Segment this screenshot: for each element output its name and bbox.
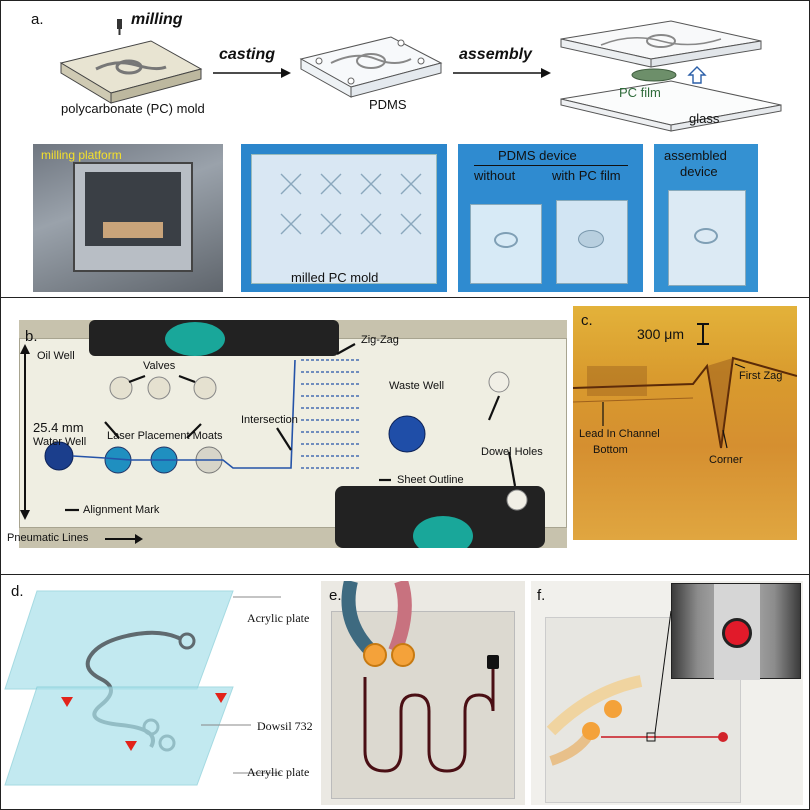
bottom-clamp-knob [413, 516, 473, 548]
pneumatic-arrow [105, 534, 143, 544]
panel-f-tag: f. [537, 587, 546, 604]
panel-d-tag: d. [11, 583, 24, 600]
acrylic-top-label: Acrylic plate [247, 611, 310, 625]
first-zag-label: First Zag [739, 370, 783, 382]
assembled-label-2: device [680, 164, 718, 179]
dowsil-label: Dowsil 732 [257, 719, 313, 733]
assembled-device-photo: assembled device [654, 144, 758, 292]
scale-label: 300 μm [637, 326, 684, 342]
panel-a: a. [0, 0, 810, 298]
dimension-label: 25.4 mm [33, 420, 84, 435]
panel-a-schematic [59, 19, 782, 132]
with-pc-film-label: with PC film [552, 168, 621, 183]
lead-in-label-1: Lead In Channel [579, 428, 660, 440]
mold-channels [280, 173, 422, 235]
pdms-film-disc [578, 230, 604, 248]
zig-zag-label: Zig-Zag [361, 334, 399, 346]
dowel-holes-label: Dowel Holes [481, 446, 543, 458]
water-well-label: Water Well [33, 436, 87, 448]
milling-platform-label: milling platform [41, 148, 122, 162]
inset-droplet [722, 618, 752, 648]
pdms-label: PDMS [369, 97, 407, 112]
pc-mold-illustration [59, 19, 203, 104]
panel-c-tag: c. [581, 312, 593, 329]
panel-e-overlay [341, 581, 499, 773]
assembled-label-1: assembled [664, 148, 727, 163]
sheet-outline-label: Sheet Outline [397, 474, 464, 486]
oil-well-label: Oil Well [37, 350, 75, 362]
panel-d-diagram [4, 590, 281, 786]
waste-well-label: Waste Well [389, 380, 445, 392]
assembly-label: assembly [459, 46, 532, 63]
assembled-ring [694, 228, 718, 244]
intersection-label: Intersection [241, 414, 298, 426]
panel-b-tag: b. [25, 328, 38, 345]
panel-c-overlay [573, 323, 797, 449]
lead-in-label-2: Bottom [593, 444, 628, 456]
pdms-device-label: PDMS device [498, 148, 577, 163]
pc-mold-label: polycarbonate (PC) mold [61, 101, 205, 116]
alignment-mark-label: Alignment Mark [83, 504, 160, 516]
milled-pc-mold-label: milled PC mold [291, 270, 379, 285]
pc-film-label: PC film [619, 85, 661, 100]
panel-a-tag: a. [31, 11, 44, 28]
pdms-device-photo: PDMS device without with PC film [458, 144, 643, 292]
panel-c-photo: c. 300 μm First Zag Lead In Channel Bott… [573, 306, 797, 540]
milling-platform-photo: milling platform [33, 144, 223, 292]
panel-b-overlay [20, 343, 528, 520]
panel-f-overlay [546, 610, 728, 766]
machine-plate [103, 222, 163, 238]
pdms-ring [494, 232, 518, 248]
panel-e-tag: e. [329, 587, 342, 604]
laser-moats-label: Laser Placement Moats [107, 430, 223, 442]
top-clamp-knob [165, 322, 225, 356]
without-label: without [474, 168, 516, 183]
pdms-illustration [299, 36, 443, 98]
pneumatic-lines-label: Pneumatic Lines [7, 532, 89, 544]
casting-label: casting [219, 46, 276, 63]
acrylic-bottom-label: Acrylic plate [247, 765, 310, 779]
valves-label: Valves [143, 360, 176, 372]
corner-label: Corner [709, 454, 743, 466]
assembly-illustration [560, 20, 782, 132]
milling-label: milling [131, 11, 183, 28]
panel-b-photo: Oil Well Valves Zig-Zag Waste Well 25.4 … [19, 320, 567, 548]
inset-micrograph [671, 583, 801, 680]
panel-bc: Oil Well Valves Zig-Zag Waste Well 25.4 … [0, 297, 810, 575]
milled-pc-mold-photo: milled PC mold [241, 144, 447, 292]
pdms-device-underline [474, 165, 628, 166]
panel-e-photo: e. [321, 581, 525, 805]
panel-def: d. Acrylic plate Dowsil 732 Acrylic plat… [0, 574, 810, 810]
glass-label: glass [689, 111, 720, 126]
panel-f-photo: f. [531, 581, 803, 805]
